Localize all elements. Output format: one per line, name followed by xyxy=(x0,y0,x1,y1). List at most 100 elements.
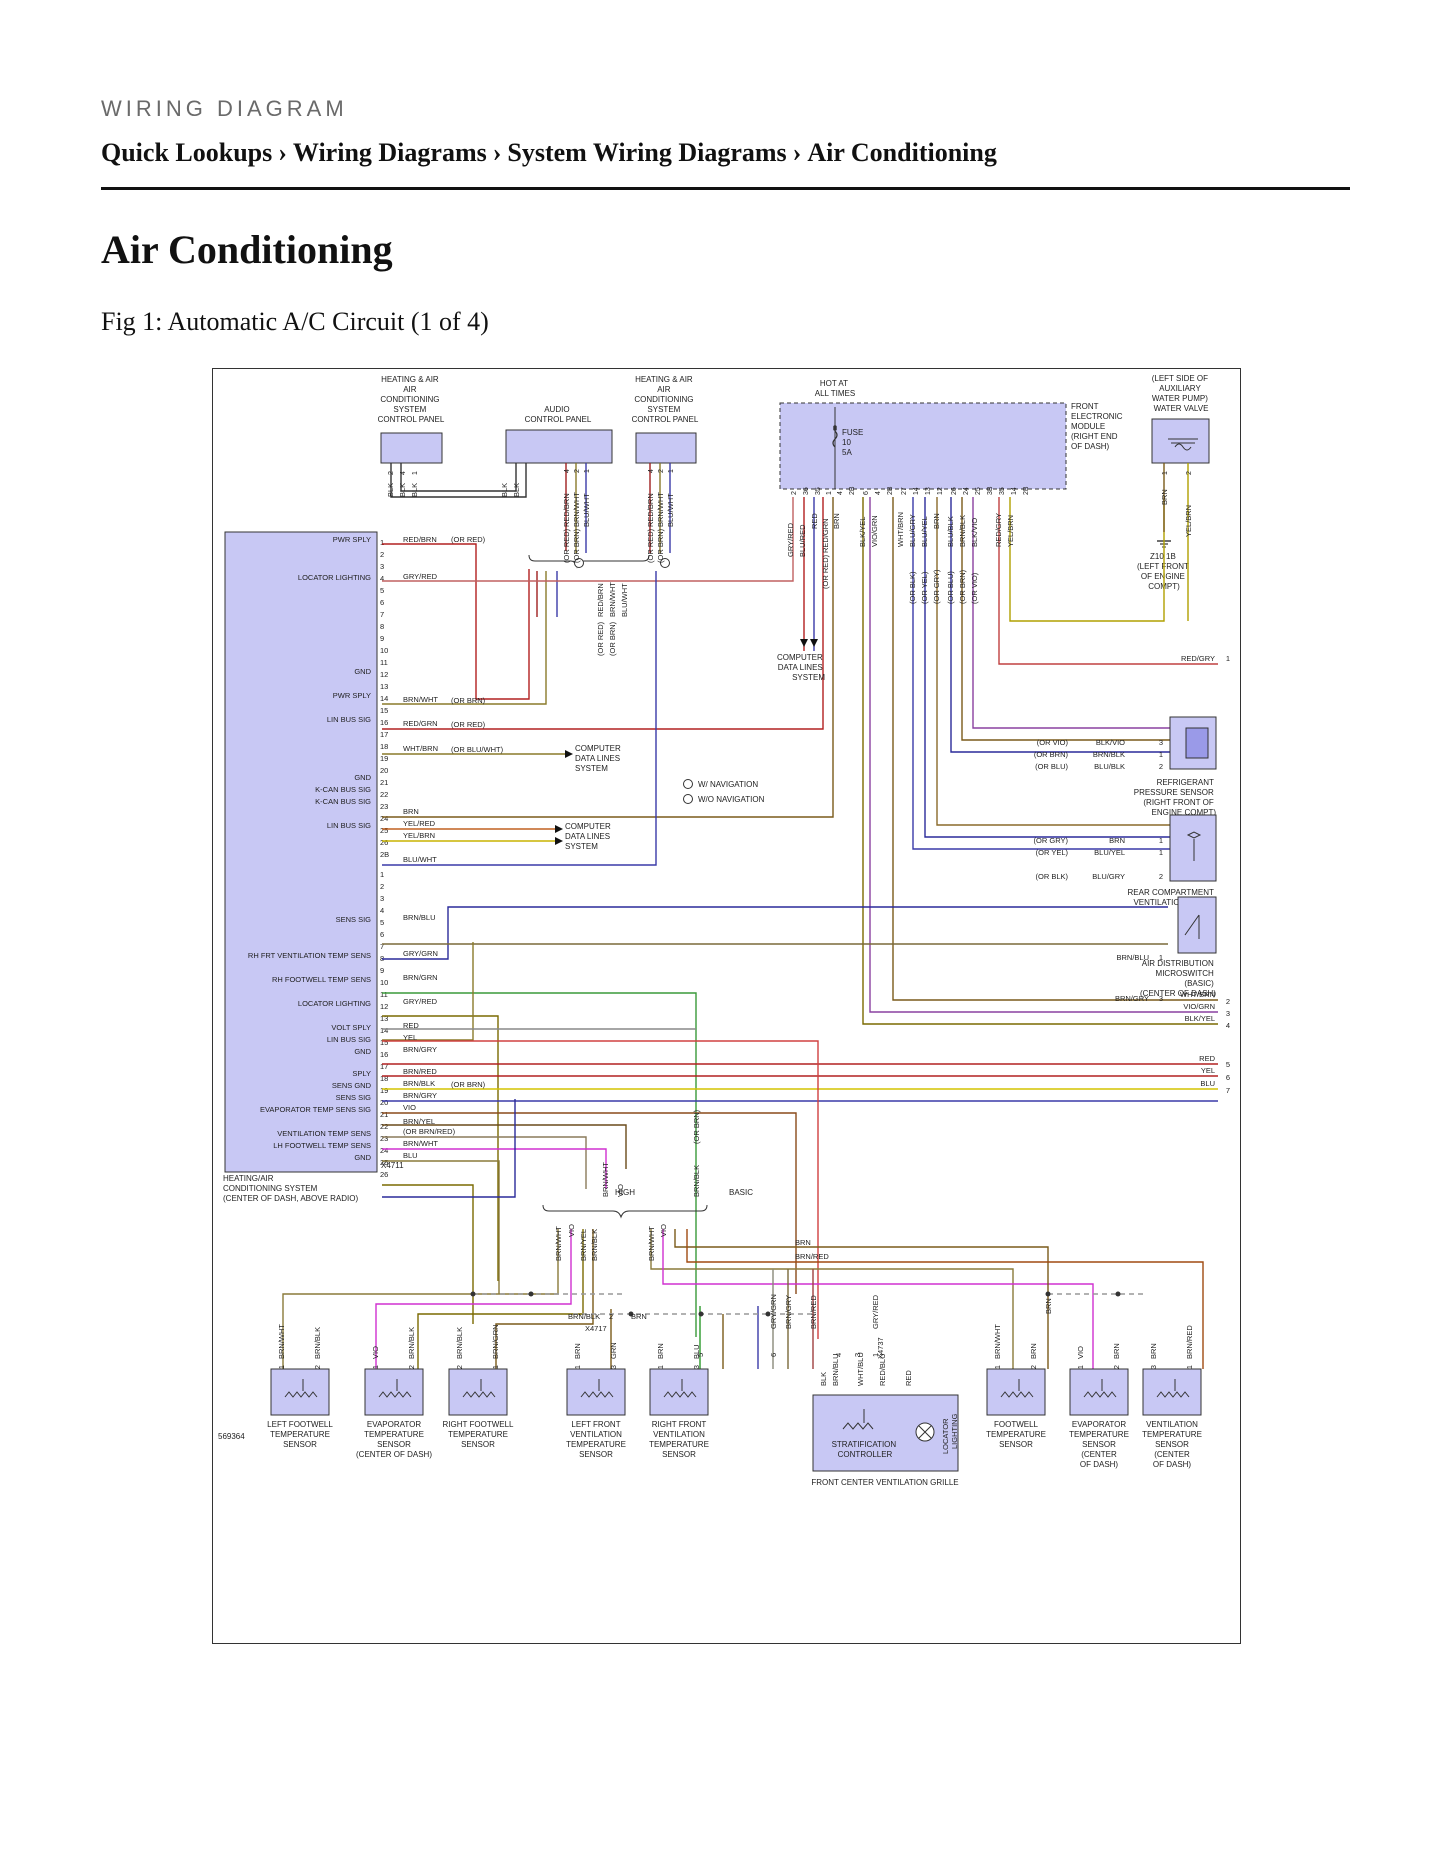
svg-text:RED/BRN: RED/BRN xyxy=(403,535,437,544)
fem-pin-number: 2B xyxy=(1023,486,1030,495)
hvac-module-label: HEATING/AIR CONDITIONING SYSTEM (CENTER … xyxy=(223,1174,358,1203)
svg-text:RED/GRN: RED/GRN xyxy=(821,518,830,553)
fem-pin-number: 35 xyxy=(999,487,1006,495)
potentiometer-icon xyxy=(1186,831,1202,861)
svg-text:BRN/BLU: BRN/BLU xyxy=(403,913,436,922)
svg-text:(OR BRN): (OR BRN) xyxy=(958,569,967,604)
thermistor-icon xyxy=(580,1379,614,1398)
audio-panel-label: AUDIO CONTROL PANEL xyxy=(525,405,592,424)
svg-text:SENS SIG: SENS SIG xyxy=(336,1093,372,1102)
front-grille-label: FRONT CENTER VENTILATION GRILLE xyxy=(811,1478,958,1487)
svg-text:2: 2 xyxy=(1159,872,1163,881)
breadcrumb-item[interactable]: Air Conditioning xyxy=(807,138,997,167)
sensor-pin-label: 2 xyxy=(315,1365,322,1369)
svg-text:6: 6 xyxy=(769,1353,778,1357)
sensor-wire-label: BRN xyxy=(656,1343,665,1359)
svg-text:(OR RED): (OR RED) xyxy=(646,528,655,563)
valve-coil-icon xyxy=(1168,438,1198,451)
sensor-name-label: SENSOR xyxy=(579,1450,613,1459)
svg-text:LIN BUS SIG: LIN BUS SIG xyxy=(327,821,371,830)
svg-text:YEL/BRN: YEL/BRN xyxy=(1006,515,1015,547)
svg-text:1: 1 xyxy=(412,471,419,475)
switch-icon xyxy=(1184,914,1200,939)
module-pin-numbers-bottom: 1234567891011121314151617181920212223242… xyxy=(380,870,388,1179)
module-pin-number: 12 xyxy=(380,1002,388,1011)
grille-wire-labels: BLK BRN/BLU WHT/BLU RED/BLU RED xyxy=(819,1352,913,1386)
svg-text:VIO: VIO xyxy=(659,1224,668,1237)
svg-text:BRN/BLK: BRN/BLK xyxy=(692,1165,701,1197)
svg-text:BRN/GRN: BRN/GRN xyxy=(403,973,438,982)
svg-text:(OR BRN): (OR BRN) xyxy=(451,1080,486,1089)
sensor-name-label: SENSOR xyxy=(283,1440,317,1449)
svg-text:4: 4 xyxy=(834,1353,843,1357)
breadcrumb-item[interactable]: System Wiring Diagrams xyxy=(507,138,787,167)
module-pin-number: 23 xyxy=(380,802,388,811)
svg-text:(OR RED): (OR RED) xyxy=(451,720,486,729)
circle-note-2: W/O NAVIGATION xyxy=(698,795,765,804)
svg-text:LIN BUS SIG: LIN BUS SIG xyxy=(327,1035,371,1044)
svg-text:WHT/BRN: WHT/BRN xyxy=(1180,990,1215,999)
svg-text:BRN/BLK: BRN/BLK xyxy=(958,515,967,547)
sensor-wire-label: BRN xyxy=(1149,1343,1158,1359)
module-pin-number: 26 xyxy=(380,838,388,847)
svg-text:1: 1 xyxy=(1159,836,1163,845)
svg-text:RED: RED xyxy=(403,1021,419,1030)
svg-text:BLK: BLK xyxy=(386,483,395,497)
svg-text:RED/BRN: RED/BRN xyxy=(562,493,571,527)
svg-text:(OR RED): (OR RED) xyxy=(451,535,486,544)
svg-text:BLU/GRY: BLU/GRY xyxy=(1092,872,1125,881)
hvac-control-panel-2 xyxy=(635,432,697,464)
svg-text:VIO: VIO xyxy=(567,1224,576,1237)
stratification-label: STRATIFICATION CONTROLLER xyxy=(832,1440,899,1459)
refrigerant-sensor-label: REFRIGERANT PRESSURE SENSOR (RIGHT FRONT… xyxy=(1134,778,1217,817)
stratification-resistor-icon xyxy=(842,1409,874,1430)
module-pin-number: 5 xyxy=(380,586,384,595)
fuse-label: FUSE 10 5A xyxy=(842,428,866,457)
sensor-wire-label: BRN/GRN xyxy=(491,1324,500,1359)
sensor-name-label: LEFT FOOTWELL xyxy=(267,1420,333,1429)
sensor-name-label: SENSOR xyxy=(1082,1440,1116,1449)
module-pin-number: 15 xyxy=(380,706,388,715)
module-pin-number: 21 xyxy=(380,778,388,787)
fem-pin-number: 3B xyxy=(987,486,994,495)
module-pin-number: 18 xyxy=(380,1074,388,1083)
breadcrumb-item[interactable]: Wiring Diagrams xyxy=(292,138,487,167)
svg-text:BRN/YEL: BRN/YEL xyxy=(403,1117,435,1126)
air-distribution-microswitch xyxy=(1177,896,1217,954)
circle-note-1-icon xyxy=(574,558,584,568)
svg-text:(OR BLU/WHT): (OR BLU/WHT) xyxy=(451,745,504,754)
module-pin-number: 25 xyxy=(380,826,388,835)
svg-text:VIO/GRN: VIO/GRN xyxy=(1183,1002,1215,1011)
svg-text:LH FOOTWELL TEMP SENS: LH FOOTWELL TEMP SENS xyxy=(273,1141,371,1150)
svg-text:(OR BRN): (OR BRN) xyxy=(608,621,617,656)
svg-text:1: 1 xyxy=(871,1353,880,1357)
svg-text:1: 1 xyxy=(1162,471,1169,475)
module-pin-number: 2 xyxy=(380,550,384,559)
sensor-name-label: VENTILATION xyxy=(653,1430,705,1439)
svg-text:6: 6 xyxy=(1226,1073,1230,1082)
svg-text:BLU/WHT: BLU/WHT xyxy=(666,493,675,527)
thermistor-icon xyxy=(1000,1379,1034,1398)
svg-text:RED: RED xyxy=(904,1370,913,1386)
svg-text:BRN/WHT: BRN/WHT xyxy=(572,492,581,527)
breadcrumb-item[interactable]: Quick Lookups xyxy=(101,138,273,167)
svg-text:BRN/BLK: BRN/BLK xyxy=(590,1229,599,1261)
module-pin-number: 7 xyxy=(380,610,384,619)
svg-text:BLU/WHT: BLU/WHT xyxy=(403,855,437,864)
fem-pin-number: 14 xyxy=(913,487,920,495)
sensor-wire-label: GRN xyxy=(609,1342,618,1359)
svg-text:WHT/BRN: WHT/BRN xyxy=(896,512,905,547)
svg-text:BLU/YEL: BLU/YEL xyxy=(1094,848,1125,857)
svg-text:GND: GND xyxy=(354,1047,371,1056)
svg-text:(OR BRN): (OR BRN) xyxy=(572,528,581,563)
sensor-name-label: RIGHT FOOTWELL xyxy=(443,1420,515,1429)
svg-text:(OR BRN): (OR BRN) xyxy=(1034,750,1069,759)
breadcrumb-separator: › xyxy=(492,138,502,167)
module-pin-number: 17 xyxy=(380,1062,388,1071)
sensor-wire-label: BRN xyxy=(573,1343,582,1359)
svg-text:BLK: BLK xyxy=(500,483,509,497)
svg-text:BRN/GRY: BRN/GRY xyxy=(1115,994,1149,1003)
svg-text:SENS GND: SENS GND xyxy=(332,1081,372,1090)
